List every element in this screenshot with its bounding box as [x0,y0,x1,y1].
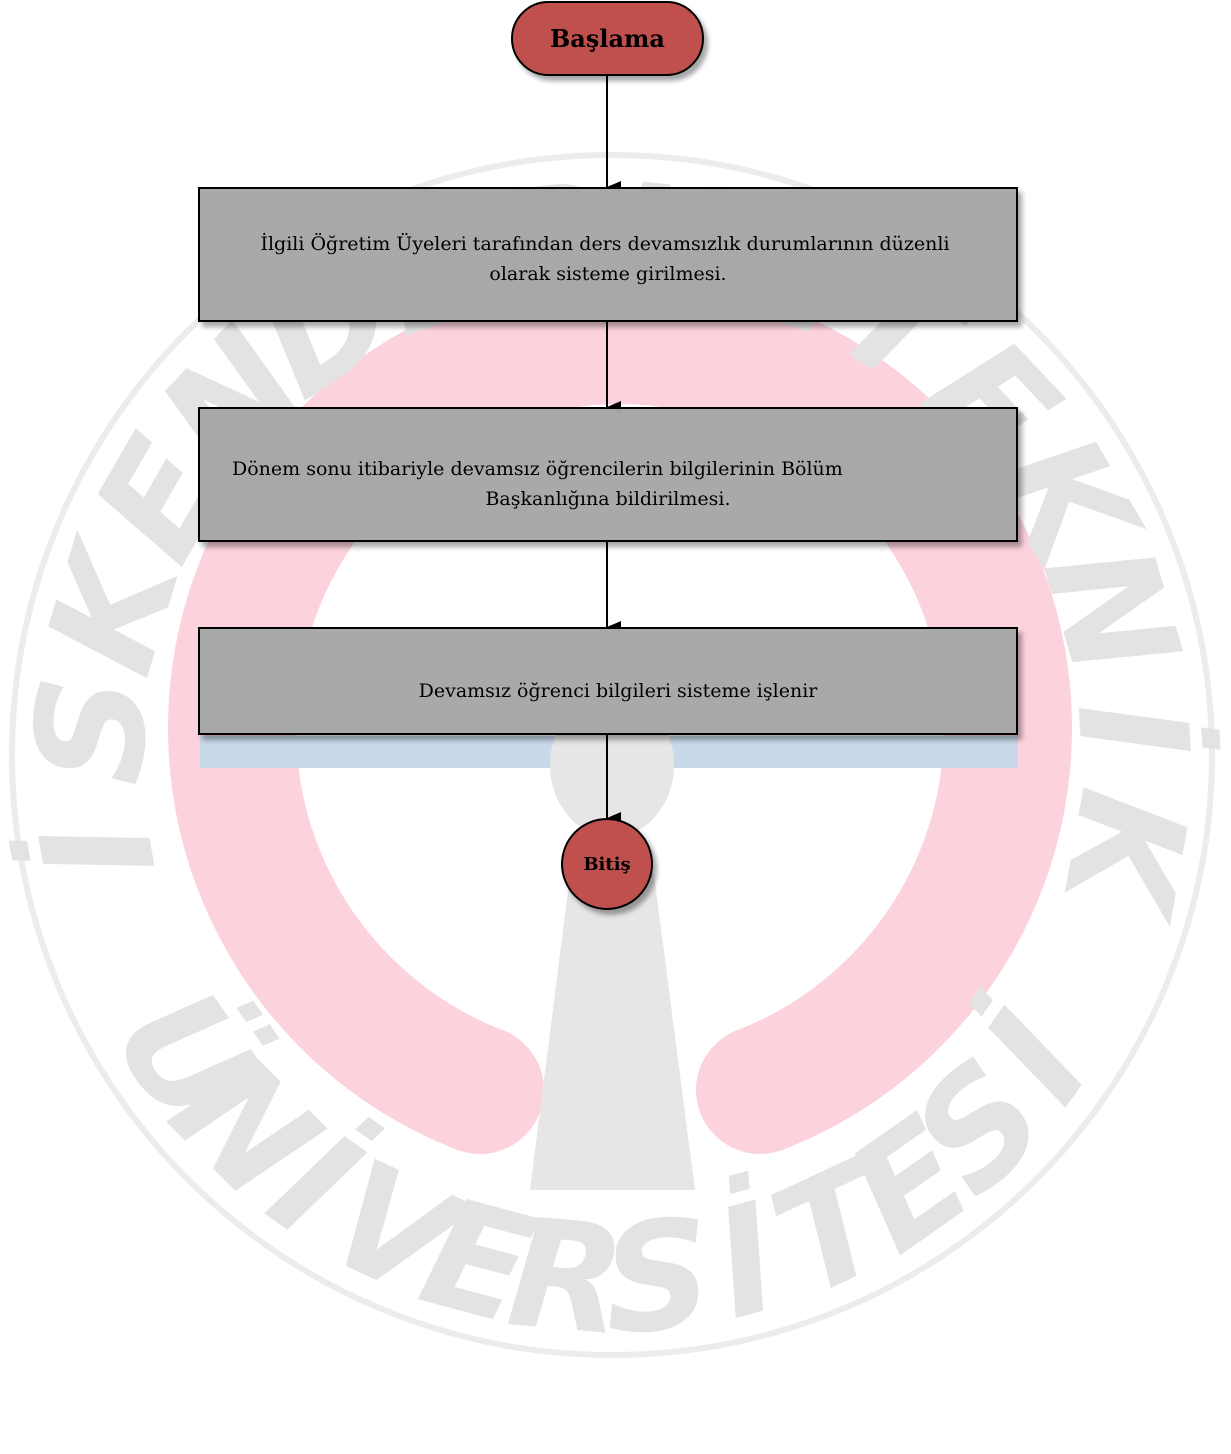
step-1-line-1: İlgili Öğretim Üyeleri tarafından ders d… [260,233,950,255]
step-1-line-2: olarak sisteme girilmesi. [489,263,727,285]
watermark-letter: İ [1043,697,1222,763]
process-step-3: Devamsız öğrenci bilgileri sisteme işlen… [198,627,1018,735]
start-label: Başlama [550,24,665,53]
watermark-letter: R [502,1186,632,1369]
end-label: Bitiş [583,853,631,875]
step-3-line-1: Devamsız öğrenci bilgileri sisteme işlen… [418,680,818,702]
process-step-1: İlgili Öğretim Üyeleri tarafından ders d… [198,187,1018,322]
watermark-outer-circle [9,152,1215,1358]
watermark-letter: S [3,671,183,789]
watermark-ring [168,276,1072,1154]
watermark-letter: S [596,1187,719,1370]
watermark-stem [530,857,695,1190]
end-terminal: Bitiş [561,818,653,910]
step-2-line-2: Başkanlığına bildirilmesi. [485,488,731,510]
step-2-line-1: Dönem sonu itibariyle devamsız öğrencile… [232,458,843,480]
start-terminal: Başlama [511,1,704,76]
process-step-2: Dönem sonu itibariyle devamsız öğrencile… [198,407,1018,542]
